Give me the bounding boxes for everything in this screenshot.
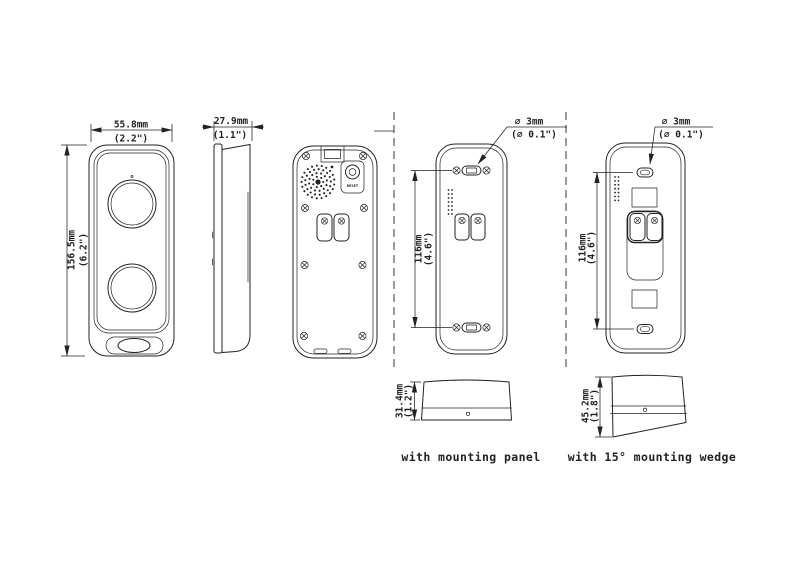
- front-view: [88, 144, 175, 357]
- front-height-dimension: 156.5mm (6.2"): [61, 144, 90, 357]
- wedge-pitch-mm: 116mm: [578, 233, 589, 262]
- front-face-outer-line: [93, 149, 170, 334]
- screw-icon: [452, 166, 461, 175]
- wedge-height-in: (1.8"): [590, 389, 601, 423]
- screw-icon: [320, 217, 329, 225]
- screw-icon: [300, 203, 310, 213]
- screw-icon: [633, 216, 642, 225]
- panel-hole-callout: ∅ 3mm (∅ 0.1"): [477, 117, 567, 165]
- side-depth-dimension: 27.9mm (1.1"): [202, 116, 264, 141]
- mounting-wedge-back-view: [605, 142, 686, 354]
- front-height-in: (6.2"): [79, 233, 90, 267]
- bottom-mounting-hole: [452, 322, 491, 333]
- panel-thickness-dimension: 31.4mm (1.2"): [395, 381, 421, 421]
- screw-icon: [474, 216, 482, 225]
- reset-button: RESET: [340, 160, 365, 194]
- screw-icon: [358, 151, 368, 161]
- wedge-parting-lines: [610, 405, 687, 414]
- camera-lens-ring: [107, 179, 157, 229]
- screw-icon: [299, 331, 309, 341]
- side-depth-in: (1.1"): [213, 130, 247, 141]
- panel-pitch-mm: 116mm: [414, 234, 425, 263]
- wedge-inner-outline: [609, 146, 682, 350]
- terminal-buttons: [454, 213, 486, 241]
- upper-recess: [631, 187, 658, 208]
- screw-icon: [301, 151, 311, 161]
- panel-side-hole: [465, 411, 471, 416]
- front-width-in: (2.2"): [114, 134, 148, 145]
- wedge-hole-pitch-dimension: 116mm (4.6"): [578, 171, 634, 330]
- panel-hole-in: (∅ 0.1"): [511, 130, 557, 141]
- front-height-mm: 156.5mm: [67, 230, 78, 270]
- caption-mounting-panel: with mounting panel: [401, 450, 540, 464]
- panel-height-in: (1.2"): [404, 384, 415, 418]
- screw-icon: [359, 203, 369, 213]
- bottom-slots: [313, 348, 352, 354]
- side-backplate: [213, 143, 223, 354]
- screw-icon: [358, 260, 367, 270]
- wedge-hole-in: (∅ 0.1"): [658, 130, 704, 141]
- wedge-hole-callout: ∅ 3mm (∅ 0.1"): [648, 117, 713, 165]
- bottom-button-panel: [105, 336, 164, 355]
- button-ring: [107, 263, 157, 313]
- screw-icon: [337, 217, 346, 225]
- caption-mounting-wedge: with 15° mounting wedge: [568, 450, 736, 464]
- doorbell-button: [117, 338, 151, 353]
- status-led-dot: [130, 175, 134, 178]
- button-ring-inner: [110, 266, 154, 310]
- wedge-side-body: [611, 374, 687, 438]
- back-body-outline: [292, 145, 378, 359]
- mounting-wedge-side-view: [610, 374, 687, 438]
- front-body-outline: [88, 144, 175, 357]
- screw-icon: [458, 216, 466, 225]
- terminal-buttons: [626, 210, 664, 244]
- back-view: RESET: [292, 145, 378, 359]
- panel-pitch-in: (4.6"): [424, 232, 435, 266]
- panel-height-mm: 31.4mm: [395, 384, 406, 419]
- front-face-inner-line: [96, 152, 167, 331]
- terminal-buttons: [316, 213, 350, 242]
- panel-inner-outline: [439, 147, 504, 351]
- back-plate-outline: [296, 149, 374, 355]
- top-bracket: [320, 145, 345, 163]
- speaker-vent-holes: [614, 176, 620, 202]
- side-body: [221, 144, 251, 353]
- top-mounting-hole: [636, 167, 654, 178]
- bottom-mounting-hole: [636, 324, 654, 334]
- lower-recess: [631, 289, 658, 309]
- camera-lens: [110, 182, 154, 226]
- top-mounting-hole: [452, 165, 491, 176]
- wedge-height-dimension: 45.2mm (1.8"): [581, 376, 612, 438]
- panel-hole-mm: ∅ 3mm: [515, 117, 544, 128]
- side-depth-mm: 27.9mm: [214, 116, 249, 127]
- wedge-pitch-in: (4.6"): [587, 231, 598, 265]
- mounting-panel-side-view: [421, 379, 512, 421]
- panel-side-body: [421, 379, 512, 421]
- screw-icon: [482, 323, 491, 332]
- mic-hole: [330, 165, 334, 169]
- screw-icon: [452, 323, 461, 332]
- screw-icon: [482, 166, 491, 175]
- front-width-dimension: 55.8mm (2.2"): [90, 120, 173, 145]
- reset-label: RESET: [347, 184, 358, 188]
- speaker-grille: [300, 164, 336, 200]
- side-view: [212, 143, 251, 354]
- panel-hole-pitch-dimension: 116mm (4.6"): [411, 169, 452, 329]
- front-width-mm: 55.8mm: [114, 120, 149, 131]
- screw-icon: [300, 260, 309, 270]
- wedge-side-hole: [642, 407, 648, 412]
- screw-icon: [358, 331, 367, 341]
- mounting-panel-back-view: [435, 143, 508, 355]
- screw-icon: [650, 216, 659, 225]
- wedge-hole-mm: ∅ 3mm: [662, 117, 691, 128]
- wedge-height-mm: 45.2mm: [581, 389, 592, 424]
- speaker-vent-holes: [447, 189, 453, 215]
